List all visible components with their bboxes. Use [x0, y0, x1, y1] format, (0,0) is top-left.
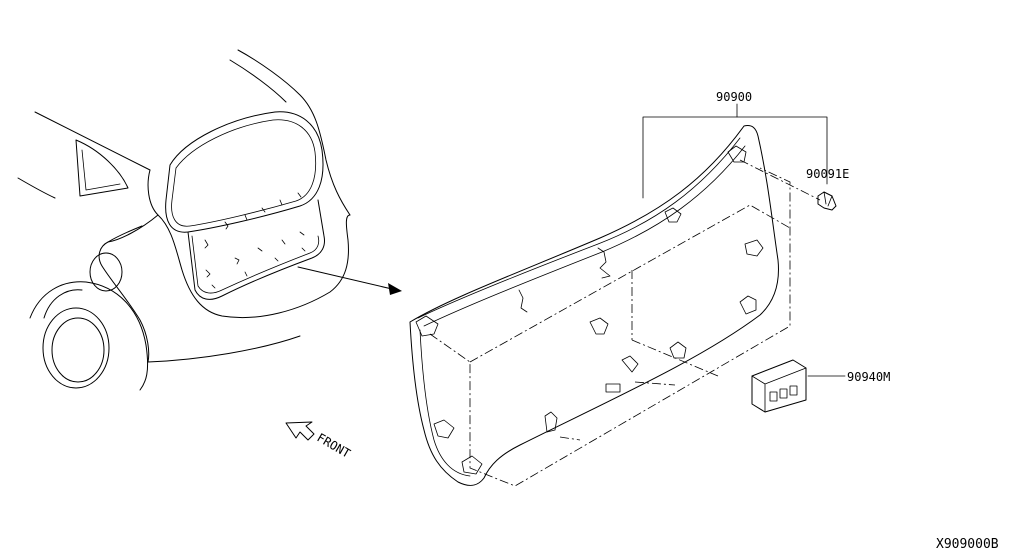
front-arrow: FRONT: [285, 421, 353, 461]
clip-part: [817, 191, 837, 211]
vehicle-rear-view: [17, 49, 402, 391]
diagram-id: X909000B: [936, 537, 999, 552]
handle-part: [751, 359, 807, 413]
leader-lines: [642, 103, 846, 377]
callout-clip: 90091E: [806, 167, 849, 181]
callout-handle: 90940M: [847, 370, 890, 384]
front-label: FRONT: [315, 430, 353, 460]
tailgate-trim-panel: [409, 125, 821, 487]
callout-trim-panel: 90900: [716, 90, 752, 104]
